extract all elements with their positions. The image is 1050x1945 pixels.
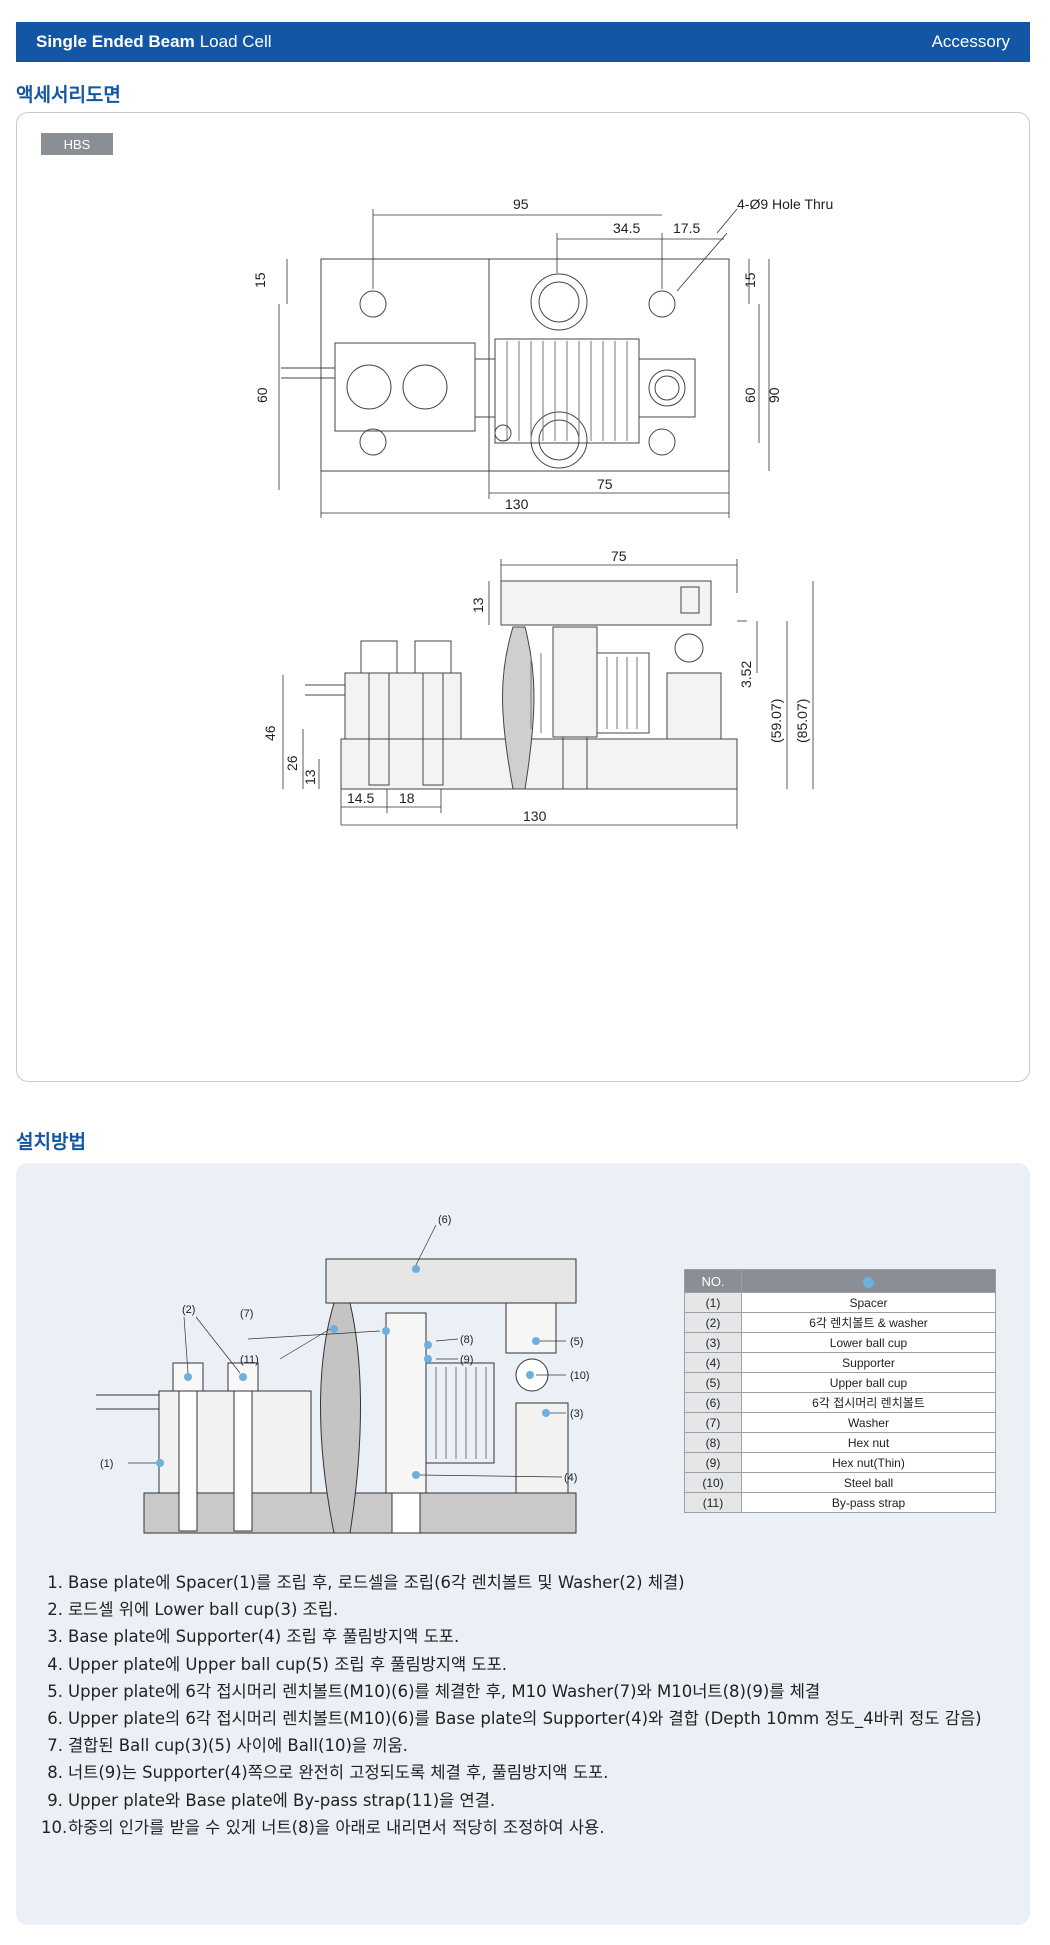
model-tag: HBS — [41, 133, 113, 155]
parts-table: NO. (1)Spacer (2)6각 렌치볼트 & washer (3)Low… — [684, 1269, 996, 1513]
label-10: (10) — [570, 1370, 590, 1382]
dim-15-left: 15 — [252, 272, 268, 288]
table-row: (5)Upper ball cup — [684, 1372, 996, 1393]
table-row: (9)Hex nut(Thin) — [684, 1452, 996, 1473]
dim-75: 75 — [597, 476, 613, 492]
list-item: 4.Upper plate에 Upper ball cup(5) 조립 후 풀림… — [47, 1654, 508, 1674]
dim-15-right: 15 — [742, 272, 758, 288]
side-dim-85-07: (85.07) — [794, 699, 810, 743]
col-no: NO. — [684, 1269, 742, 1293]
dim-17-5: 17.5 — [673, 220, 700, 236]
label-7: (7) — [240, 1308, 253, 1320]
table-row: (10)Steel ball — [684, 1472, 996, 1493]
section-title-drawing: 액세서리도면 — [16, 84, 121, 106]
dim-60-left: 60 — [254, 387, 270, 403]
list-item: 5.Upper plate에 6각 접시머리 렌치볼트(M10)(6)를 체결한… — [47, 1681, 821, 1701]
label-11: (11) — [240, 1354, 259, 1366]
dim-hole-thru: 4-Ø9 Hole Thru — [737, 196, 833, 212]
install-steps: 1.Base plate에 Spacer(1)를 조립 후, 로드셀을 조립(6… — [41, 1569, 982, 1841]
table-row: (7)Washer — [684, 1412, 996, 1433]
install-panel: (1) (2) (4) (6) (7) (11) (8) (9) (5) (10… — [16, 1163, 1030, 1925]
side-dim-46: 46 — [262, 725, 278, 741]
section-title-install: 설치방법 — [16, 1131, 86, 1153]
drawing-panel: HBS — [16, 112, 1030, 1082]
side-dim-59-07: (59.07) — [768, 699, 784, 743]
col-marker — [741, 1269, 996, 1293]
list-item: 10.하중의 인가를 받을 수 있게 너트(8)을 아래로 내리면서 적당히 조… — [41, 1817, 605, 1837]
label-1: (1) — [100, 1458, 113, 1470]
label-3: (3) — [570, 1408, 583, 1420]
table-row: (11)By-pass strap — [684, 1492, 996, 1513]
install-diagram: (1) (2) (4) (6) (7) (11) (8) (9) (5) (10… — [96, 1214, 590, 1534]
top-view-drawing: 95 34.5 17.5 4-Ø9 Hole Thru 15 60 15 60 … — [252, 196, 833, 829]
parts-table-header: NO. — [684, 1269, 996, 1293]
dim-130: 130 — [505, 496, 529, 512]
table-row: (1)Spacer — [684, 1292, 996, 1313]
marker-dot-icon — [863, 1276, 874, 1288]
dim-90: 90 — [766, 387, 782, 403]
list-item: 9.Upper plate와 Base plate에 By-pass strap… — [47, 1790, 496, 1810]
table-row: (6)6각 접시머리 렌치볼트 — [684, 1392, 996, 1413]
label-6: (6) — [438, 1214, 451, 1226]
table-row: (3)Lower ball cup — [684, 1332, 996, 1353]
dim-60-right: 60 — [742, 387, 758, 403]
header-category: Accessory — [931, 32, 1010, 51]
side-dim-26: 26 — [284, 755, 300, 771]
side-dim-3-52: 3.52 — [738, 661, 754, 688]
table-row: (2)6각 렌치볼트 & washer — [684, 1312, 996, 1333]
side-dim-130: 130 — [523, 808, 547, 824]
list-item: 1.Base plate에 Spacer(1)를 조립 후, 로드셀을 조립(6… — [47, 1573, 685, 1592]
label-5: (5) — [570, 1336, 583, 1348]
side-dim-13-bottom: 13 — [302, 769, 318, 785]
list-item: 7.결합된 Ball cup(3)(5) 사이에 Ball(10)을 끼움. — [47, 1736, 408, 1756]
table-row: (4)Supporter — [684, 1352, 996, 1373]
label-9: (9) — [460, 1354, 473, 1366]
table-row: (8)Hex nut — [684, 1432, 996, 1453]
side-dim-13-top: 13 — [470, 597, 486, 613]
label-2: (2) — [182, 1304, 195, 1316]
side-dim-75: 75 — [611, 548, 627, 564]
list-item: 2.로드셀 위에 Lower ball cup(3) 조립. — [47, 1600, 339, 1620]
dim-95: 95 — [513, 196, 529, 212]
label-4: (4) — [564, 1472, 577, 1484]
label-8: (8) — [460, 1334, 473, 1346]
list-item: 3.Base plate에 Supporter(4) 조립 후 풀림방지액 도포… — [47, 1627, 460, 1647]
dim-34-5: 34.5 — [613, 220, 640, 236]
list-item: 6.Upper plate의 6각 접시머리 렌치볼트(M10)(6)를 Bas… — [47, 1709, 982, 1729]
side-dim-14-5: 14.5 — [347, 790, 374, 806]
list-item: 8.너트(9)는 Supporter(4)쪽으로 완전히 고정되도록 체결 후,… — [47, 1763, 609, 1783]
side-dim-18: 18 — [399, 790, 415, 806]
